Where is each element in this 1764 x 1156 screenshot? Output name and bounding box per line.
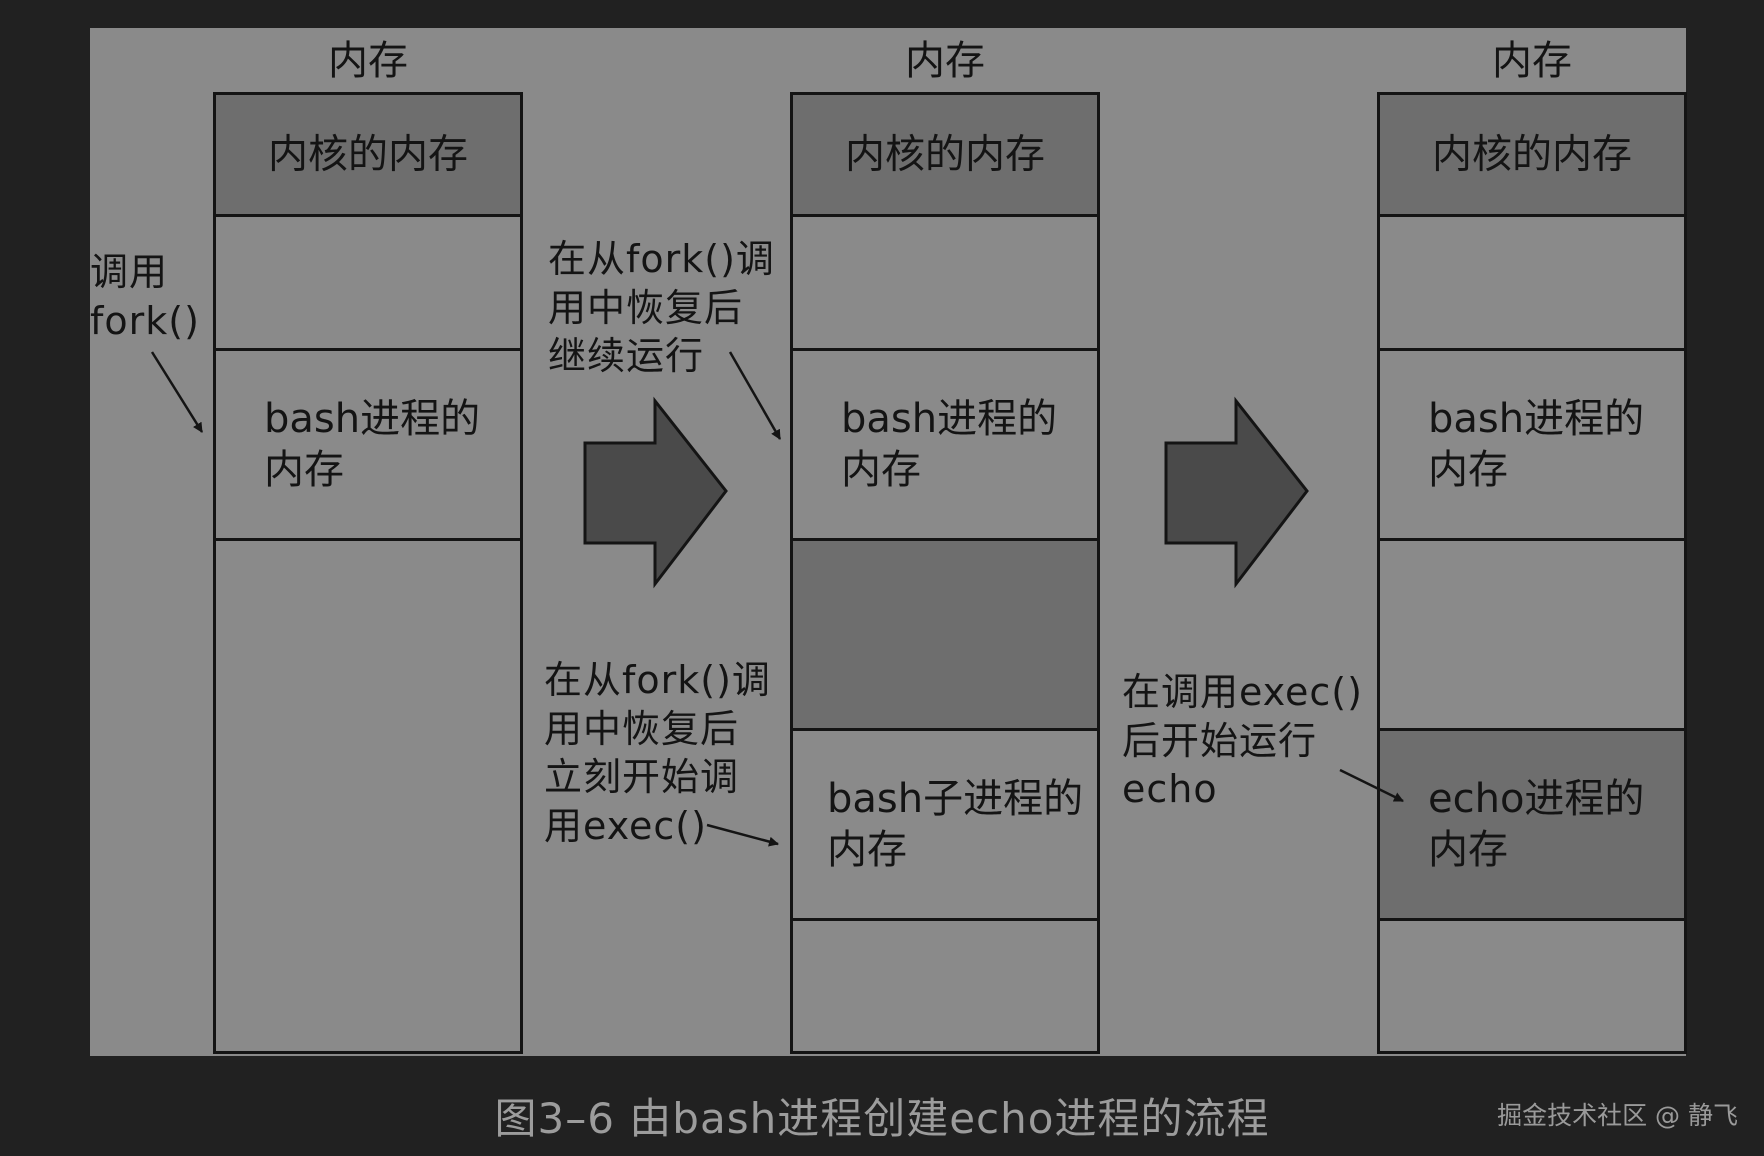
pointer-arrow — [150, 351, 204, 433]
parent-resume-note: 在从fork()调 用中恢复后 继续运行 — [548, 237, 775, 379]
bash-memory-label: bash进程的 内存 — [1428, 395, 1645, 493]
echo-memory-label: echo进程的 内存 — [1428, 775, 1645, 873]
bash-memory-block: bash进程的 内存 — [793, 351, 1097, 541]
memory-column-3: 内核的内存 bash进程的 内存 echo进程的 内存 — [1377, 92, 1687, 1054]
figure-caption: 图3–6 由bash进程创建echo进程的流程 — [494, 1094, 1270, 1143]
arrows-overlay — [150, 351, 1404, 847]
kernel-memory-block: 内核的内存 — [216, 95, 520, 217]
empty-memory-block — [793, 217, 1097, 351]
column-3-title: 内存 — [1492, 38, 1572, 84]
pointer-arrow — [706, 823, 779, 847]
memory-column-2: 内核的内存 bash进程的 内存 bash子进程的 内存 — [790, 92, 1100, 1054]
column-1-title: 内存 — [328, 38, 408, 84]
watermark: 掘金技术社区 @ 静飞 — [1497, 1101, 1738, 1130]
pointer-arrow — [728, 351, 782, 440]
kernel-memory-label: 内核的内存 — [268, 130, 468, 177]
echo-memory-block: echo进程的 内存 — [1380, 731, 1684, 921]
empty-memory-block — [216, 217, 520, 351]
pointer-arrow — [1339, 768, 1404, 803]
kernel-memory-label: 内核的内存 — [1432, 130, 1632, 177]
kernel-memory-block: 内核的内存 — [793, 95, 1097, 217]
flow-arrow-2 — [1164, 396, 1309, 589]
bash-memory-label: bash进程的 内存 — [264, 395, 481, 493]
bash-memory-block: bash进程的 内存 — [216, 351, 520, 541]
after-exec-note: 在调用exec() 后开始运行 echo — [1122, 670, 1363, 812]
child-resume-note: 在从fork()调 用中恢复后 立刻开始调 用exec() — [544, 658, 771, 848]
bash-memory-block: bash进程的 内存 — [1380, 351, 1684, 541]
kernel-memory-block: 内核的内存 — [1380, 95, 1684, 217]
empty-memory-block — [793, 541, 1097, 731]
flow-arrow-1 — [583, 396, 728, 589]
bash-child-memory-block: bash子进程的 内存 — [793, 731, 1097, 921]
kernel-memory-label: 内核的内存 — [845, 130, 1045, 177]
call-fork-note: 调用 fork() — [90, 250, 200, 343]
memory-column-1: 内核的内存 bash进程的 内存 — [213, 92, 523, 1054]
bash-memory-label: bash进程的 内存 — [841, 395, 1058, 493]
bash-child-memory-label: bash子进程的 内存 — [827, 775, 1084, 873]
column-2-title: 内存 — [905, 38, 985, 84]
diagram-canvas: 内存 内核的内存 bash进程的 内存 内存 内核的内存 bash进程的 内存 … — [90, 28, 1687, 1056]
empty-memory-block — [1380, 541, 1684, 731]
empty-memory-block — [1380, 217, 1684, 351]
